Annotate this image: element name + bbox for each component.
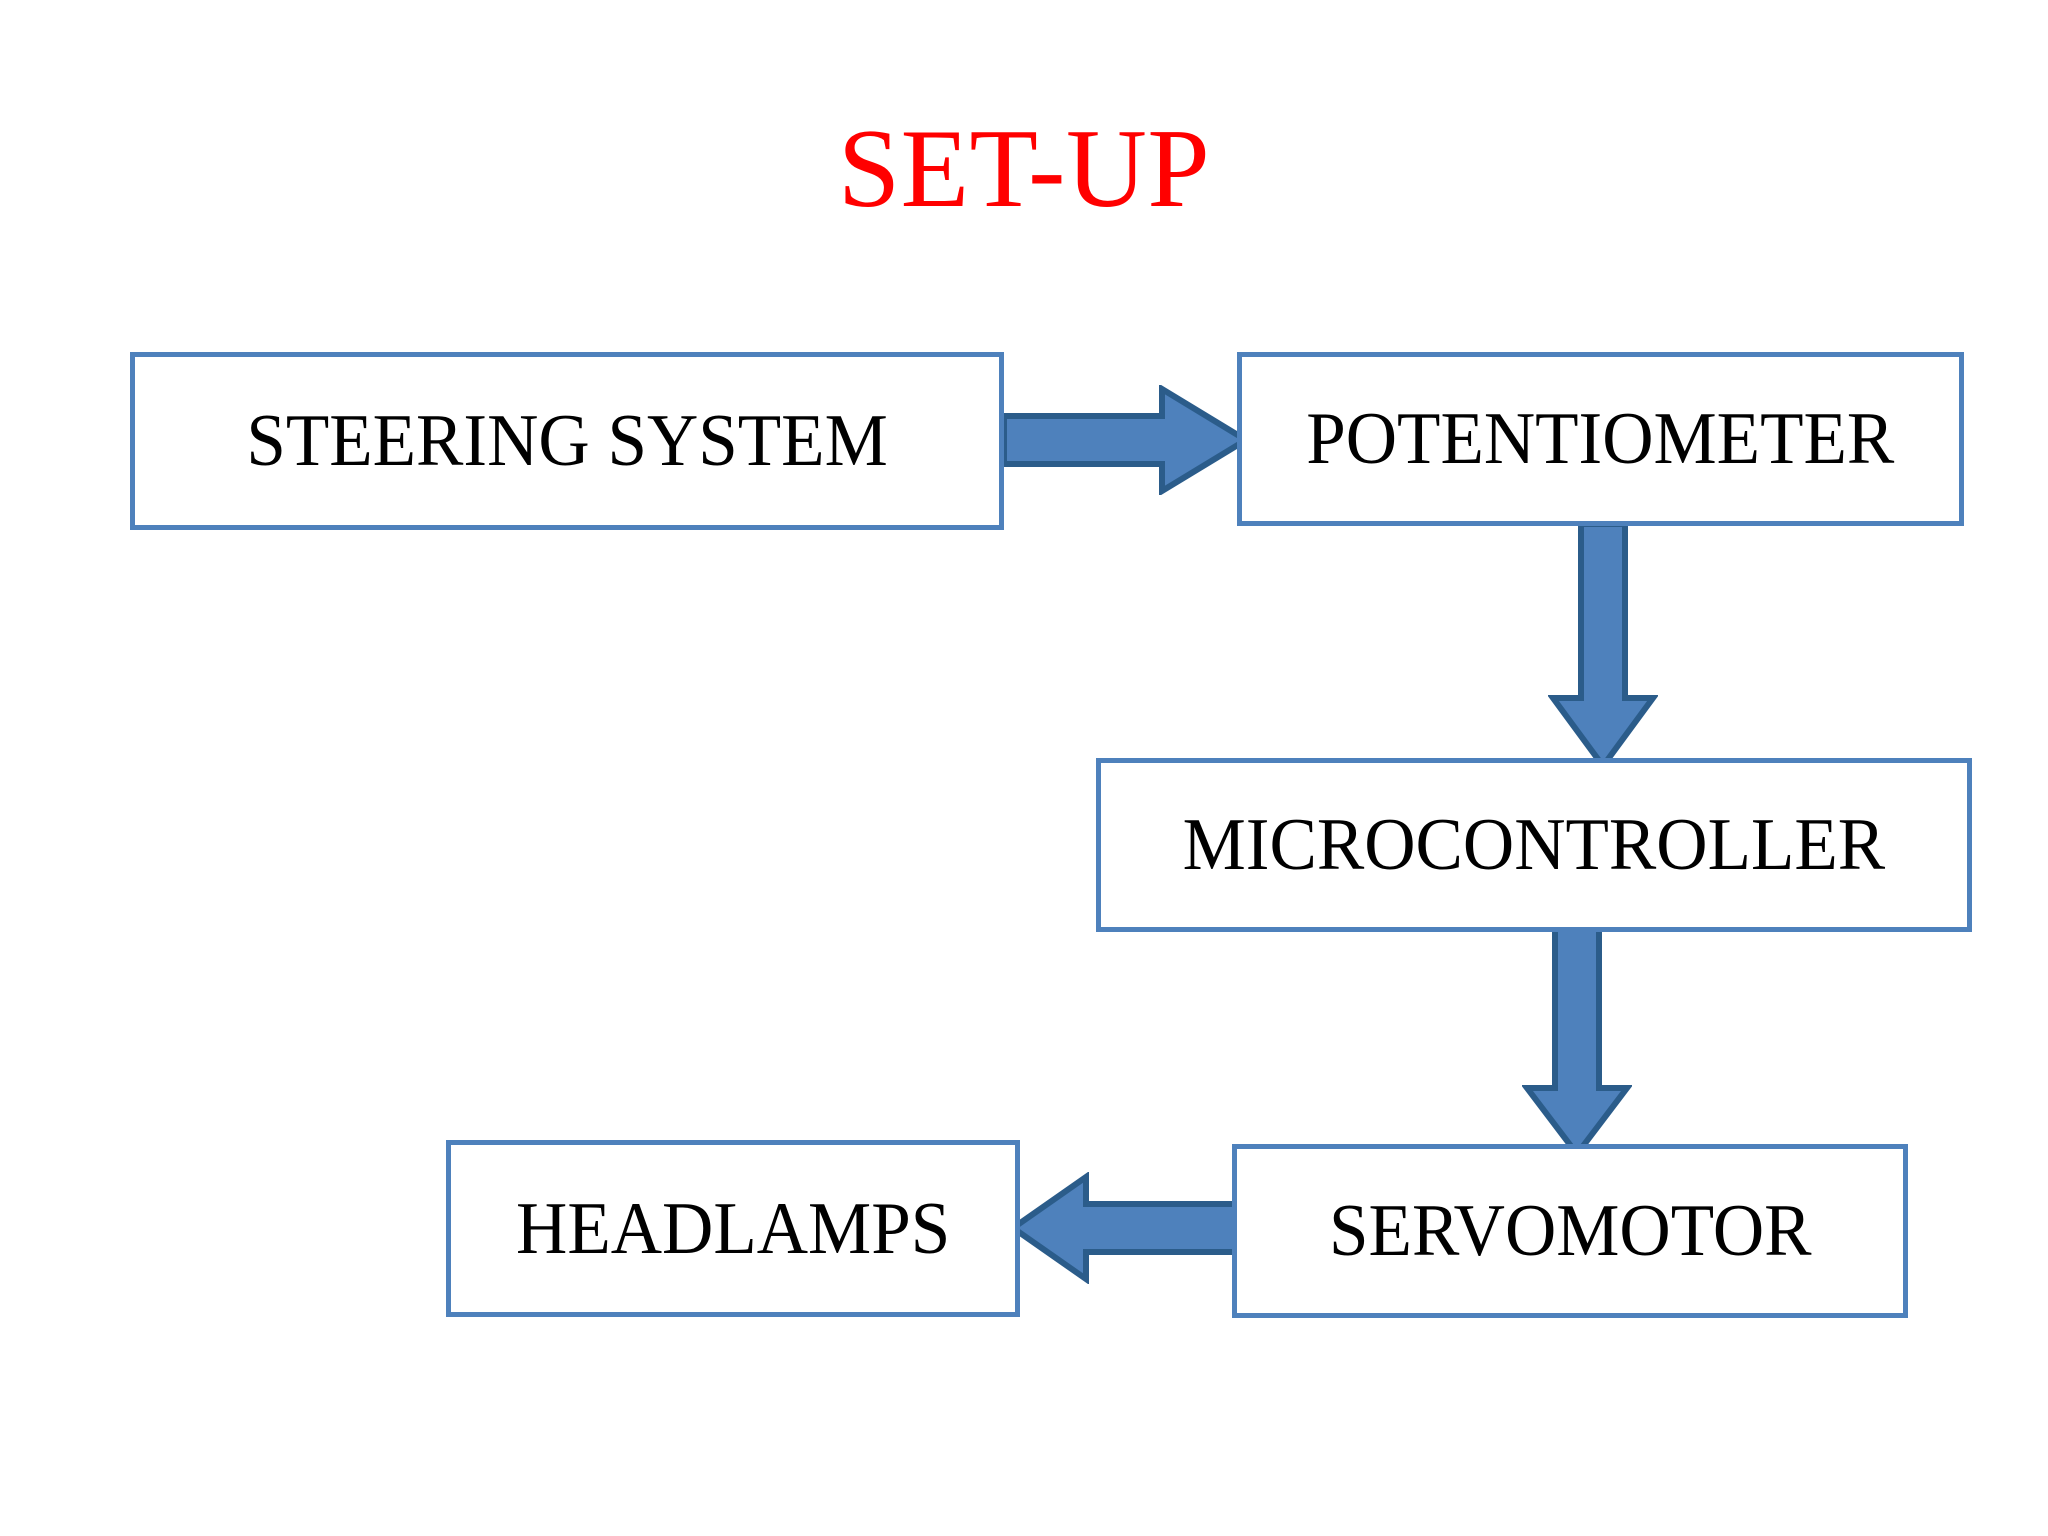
page-title: SET-UP [837,107,1211,231]
flow-node-label: POTENTIOMETER [1306,398,1895,480]
flow-node-microcontroller[interactable]: MICROCONTROLLER [1096,758,1972,932]
flow-node-label: HEADLAMPS [515,1187,951,1270]
flow-node-label: STEERING SYSTEM [246,400,888,482]
block-arrow-right-icon [1000,385,1250,495]
block-arrow-down-icon [1548,520,1658,770]
block-arrow-left-icon [1008,1172,1248,1284]
flow-node-steering-system[interactable]: STEERING SYSTEM [130,352,1004,530]
block-arrow-down-icon [1522,918,1632,1158]
flow-node-headlamps[interactable]: HEADLAMPS [446,1140,1020,1317]
flow-node-label: MICROCONTROLLER [1182,804,1886,886]
flow-node-label: SERVOMOTOR [1328,1190,1812,1272]
flow-node-servomotor[interactable]: SERVOMOTOR [1232,1144,1908,1318]
flow-node-potentiometer[interactable]: POTENTIOMETER [1237,352,1964,526]
